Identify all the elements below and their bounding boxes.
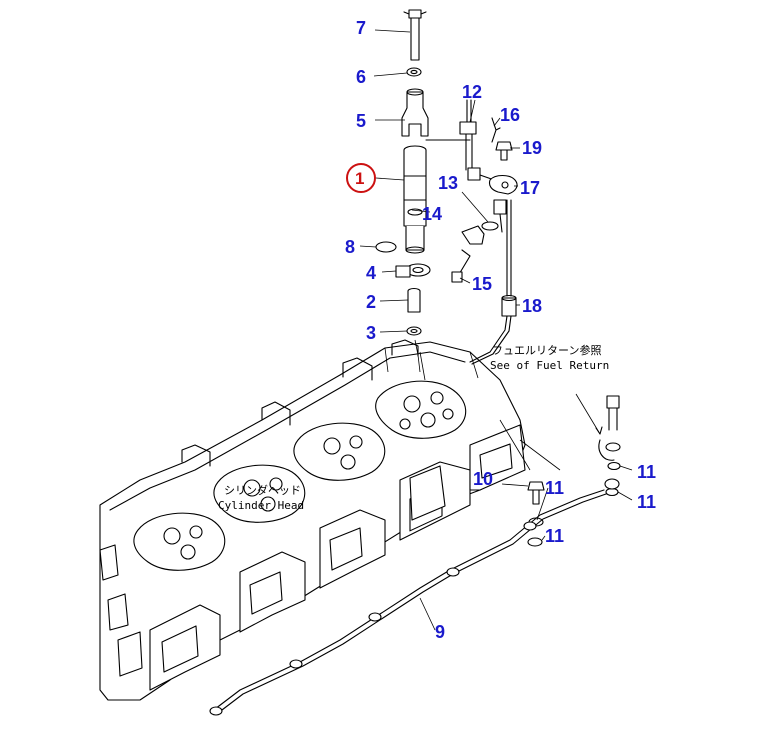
part-washer-3 — [406, 326, 422, 336]
callout-4: 4 — [366, 263, 376, 283]
callout-8: 8 — [345, 237, 355, 257]
callout-3: 3 — [366, 323, 376, 343]
callout-11-right-lower: 11 — [637, 492, 656, 512]
part-bolt-19 — [495, 141, 513, 161]
callout-10: 10 — [473, 469, 493, 489]
part-harness — [425, 99, 513, 187]
callout-11-bolt: 11 — [545, 478, 564, 498]
part-clamp-5 — [401, 88, 429, 137]
part-sleeve-2 — [407, 287, 421, 313]
callout-17: 17 — [520, 178, 540, 198]
note-fuel-return-en: See of Fuel Return — [490, 359, 609, 372]
callout-11-lower: 11 — [545, 526, 564, 546]
part-connector-13 — [481, 199, 507, 233]
callout-5: 5 — [356, 111, 366, 131]
callout-1: 1 — [355, 169, 364, 188]
part-terminal-16 — [491, 117, 501, 143]
highlight-circle — [346, 163, 376, 193]
callout-9: 9 — [435, 622, 445, 642]
callout-12: 12 — [462, 82, 482, 102]
note-cylinder-head-en: Cylinder Head — [218, 499, 304, 512]
part-gasket-4 — [395, 263, 431, 278]
callout-18: 18 — [522, 296, 542, 316]
callout-19: 19 — [522, 138, 542, 158]
part-injector-1 — [403, 145, 427, 254]
callout-15: 15 — [472, 274, 492, 294]
part-clip-14 — [461, 225, 485, 245]
callout-7: 7 — [356, 18, 366, 38]
leader-fuel-return — [575, 393, 601, 435]
callout-11-right-upper: 11 — [637, 462, 656, 482]
leader-lines — [359, 29, 633, 631]
cylinder-head — [99, 339, 561, 701]
part-washer-6 — [406, 67, 422, 77]
part-oring-8 — [375, 241, 397, 253]
callout-2: 2 — [366, 292, 376, 312]
callout-16: 16 — [500, 105, 520, 125]
part-fuel-return-banjo — [598, 395, 621, 497]
part-screw-15 — [451, 249, 471, 283]
part-bracket-17 — [488, 174, 518, 195]
callout-14: 14 — [422, 204, 442, 224]
note-fuel-return-jp: フュエルリターン参照 — [492, 343, 601, 357]
callout-6: 6 — [356, 67, 366, 87]
note-cylinder-head-jp: シリンダヘッド — [224, 483, 301, 497]
part-fuel-pipe-9 — [209, 489, 607, 716]
part-bolt-7 — [403, 9, 427, 61]
callout-13: 13 — [438, 173, 458, 193]
part-pipe-18 — [469, 199, 517, 365]
